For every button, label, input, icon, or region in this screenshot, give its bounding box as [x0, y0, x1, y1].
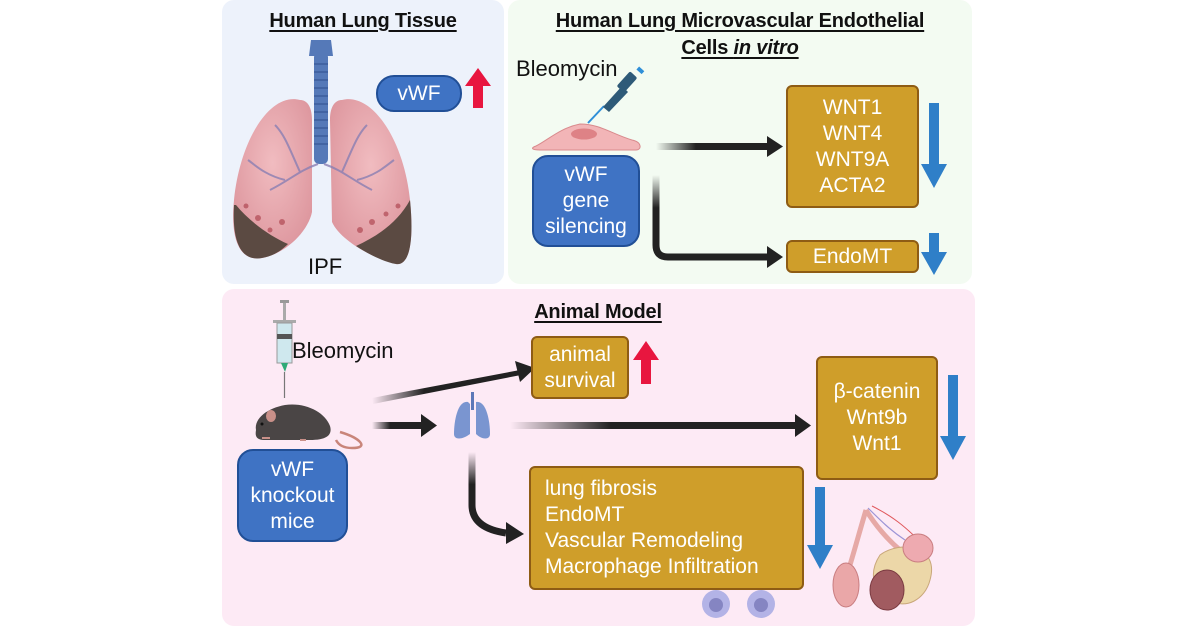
intervention-line: silencing [545, 215, 627, 238]
pathology-item: Macrophage Infiltration [545, 555, 759, 578]
survival-line: survival [544, 368, 616, 392]
vwf-gene-silencing-box: vWF gene silencing [532, 155, 640, 247]
title-human-lung-tissue: Human Lung Tissue [269, 10, 457, 32]
gene-item: WNT1 [822, 95, 883, 119]
intervention-line: vWF [564, 163, 608, 186]
bleomycin-label-animal: Bleomycin [292, 338, 394, 363]
title-animal-model: Animal Model [534, 301, 662, 323]
vwf-knockout-mice-box: vWF knockout mice [237, 449, 348, 542]
signaling-item: Wnt1 [852, 432, 902, 455]
intervention-line: gene [562, 189, 610, 212]
endomt-box-invitro: EndoMT [786, 240, 919, 273]
ipf-caption: IPF [308, 254, 343, 279]
survival-line: animal [549, 342, 611, 366]
panel-human-lung-tissue [222, 0, 504, 284]
wnt-genes-box: WNT1 WNT4 WNT9A ACTA2 [786, 85, 919, 208]
gene-item: ACTA2 [819, 173, 886, 197]
model-line: vWF [270, 457, 315, 481]
pathology-item: lung fibrosis [545, 477, 658, 500]
pathology-item: Vascular Remodeling [545, 529, 744, 552]
model-line: mice [270, 509, 315, 533]
signaling-item: Wnt9b [846, 406, 908, 429]
title-in-vitro-line2: Cells [681, 37, 734, 59]
animal-survival-box: animal survival [531, 336, 629, 399]
pathology-item: EndoMT [545, 503, 625, 526]
vwf-badge-label: vWF [397, 81, 441, 105]
vwf-badge: vWF [376, 75, 462, 112]
title-in-vitro: Human Lung Microvascular Endothelial Cel… [508, 8, 972, 62]
pathology-box: lung fibrosis EndoMT Vascular Remodeling… [529, 466, 804, 590]
gene-item: WNT4 [822, 121, 883, 145]
title-in-vitro-italic: in vitro [733, 37, 799, 59]
signaling-box: β-catenin Wnt9b Wnt1 [816, 356, 938, 480]
signaling-item: β-catenin [833, 380, 921, 403]
endomt-label: EndoMT [812, 244, 893, 268]
title-in-vitro-line1: Human Lung Microvascular Endothelial [555, 10, 925, 32]
bleomycin-label-invitro: Bleomycin [516, 56, 618, 81]
gene-item: WNT9A [815, 147, 890, 171]
model-line: knockout [250, 483, 335, 507]
